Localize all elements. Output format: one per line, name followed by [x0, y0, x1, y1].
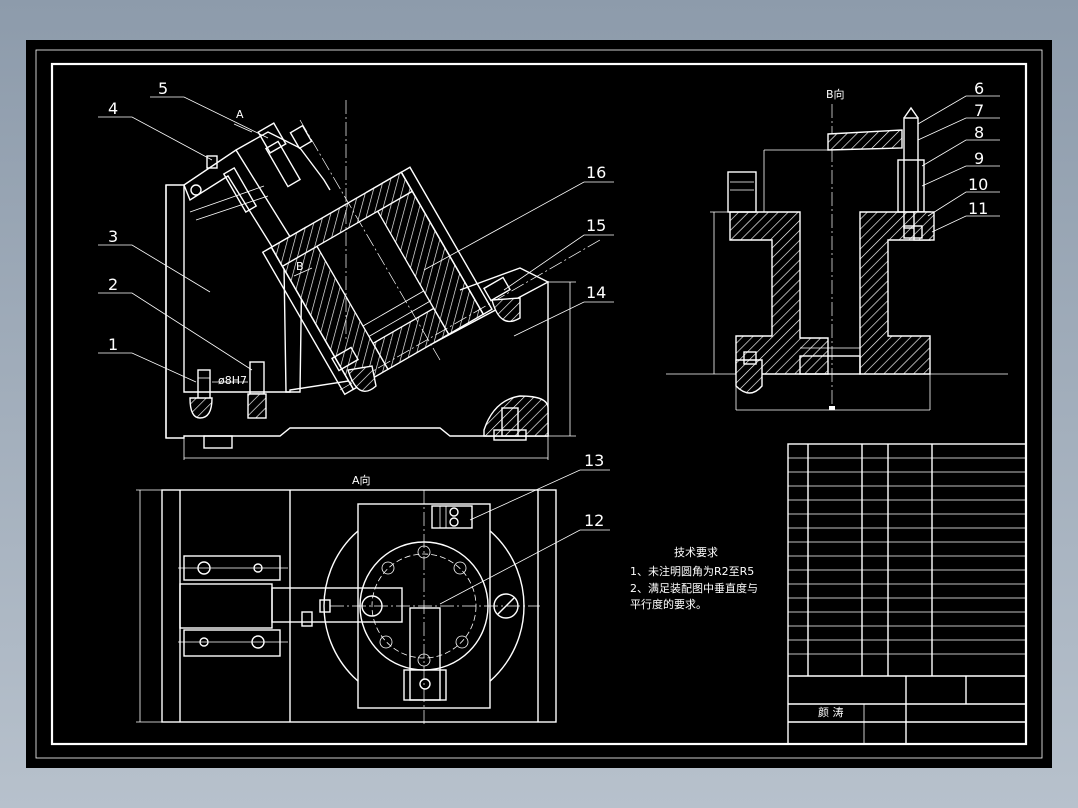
callout-15: 15 — [586, 216, 606, 235]
callout-10: 10 — [968, 175, 988, 194]
callout-2: 2 — [108, 275, 118, 294]
a-view-callouts: 13 12 — [439, 451, 610, 605]
front-view: ø8H7 A B — [165, 100, 601, 460]
callout-7: 7 — [974, 101, 984, 120]
a-view: A向 — [136, 473, 557, 724]
callout-4: 4 — [108, 99, 118, 118]
callout-5: 5 — [158, 79, 168, 98]
b-view-label: B向 — [826, 87, 845, 101]
callout-1: 1 — [108, 335, 118, 354]
tech-req-line-3: 平行度的要求。 — [630, 597, 707, 611]
title-block: 颜 涛 — [787, 443, 1027, 745]
callout-14: 14 — [586, 283, 606, 302]
callout-16: 16 — [586, 163, 606, 182]
b-view-callouts: 6 7 8 9 10 11 — [917, 79, 1000, 233]
callout-11: 11 — [968, 199, 988, 218]
callout-9: 9 — [974, 149, 984, 168]
parts-list-rows — [788, 457, 1026, 655]
tech-req-line-2: 2、满足装配图中垂直度与 — [630, 581, 758, 595]
callout-13: 13 — [584, 451, 604, 470]
front-view-callouts: 1 2 3 4 5 14 15 16 — [98, 79, 614, 383]
section-mark-a: A — [236, 108, 244, 121]
title-block-designer: 颜 涛 — [818, 705, 844, 719]
svg-text:ø8H7: ø8H7 — [218, 374, 247, 387]
tech-requirements: 技术要求 1、未注明圆角为R2至R5 2、满足装配图中垂直度与 平行度的要求。 — [630, 546, 758, 611]
inner-frame — [50, 62, 1028, 746]
outer-border — [35, 49, 1043, 759]
tech-req-title: 技术要求 — [674, 546, 718, 559]
callout-8: 8 — [974, 123, 984, 142]
callout-12: 12 — [584, 511, 604, 530]
b-view: B向 — [666, 87, 1008, 411]
callout-6: 6 — [974, 79, 984, 98]
callout-3: 3 — [108, 227, 118, 246]
section-mark-b: B — [296, 260, 304, 273]
tech-req-line-1: 1、未注明圆角为R2至R5 — [630, 564, 754, 578]
a-view-label: A向 — [352, 473, 371, 487]
